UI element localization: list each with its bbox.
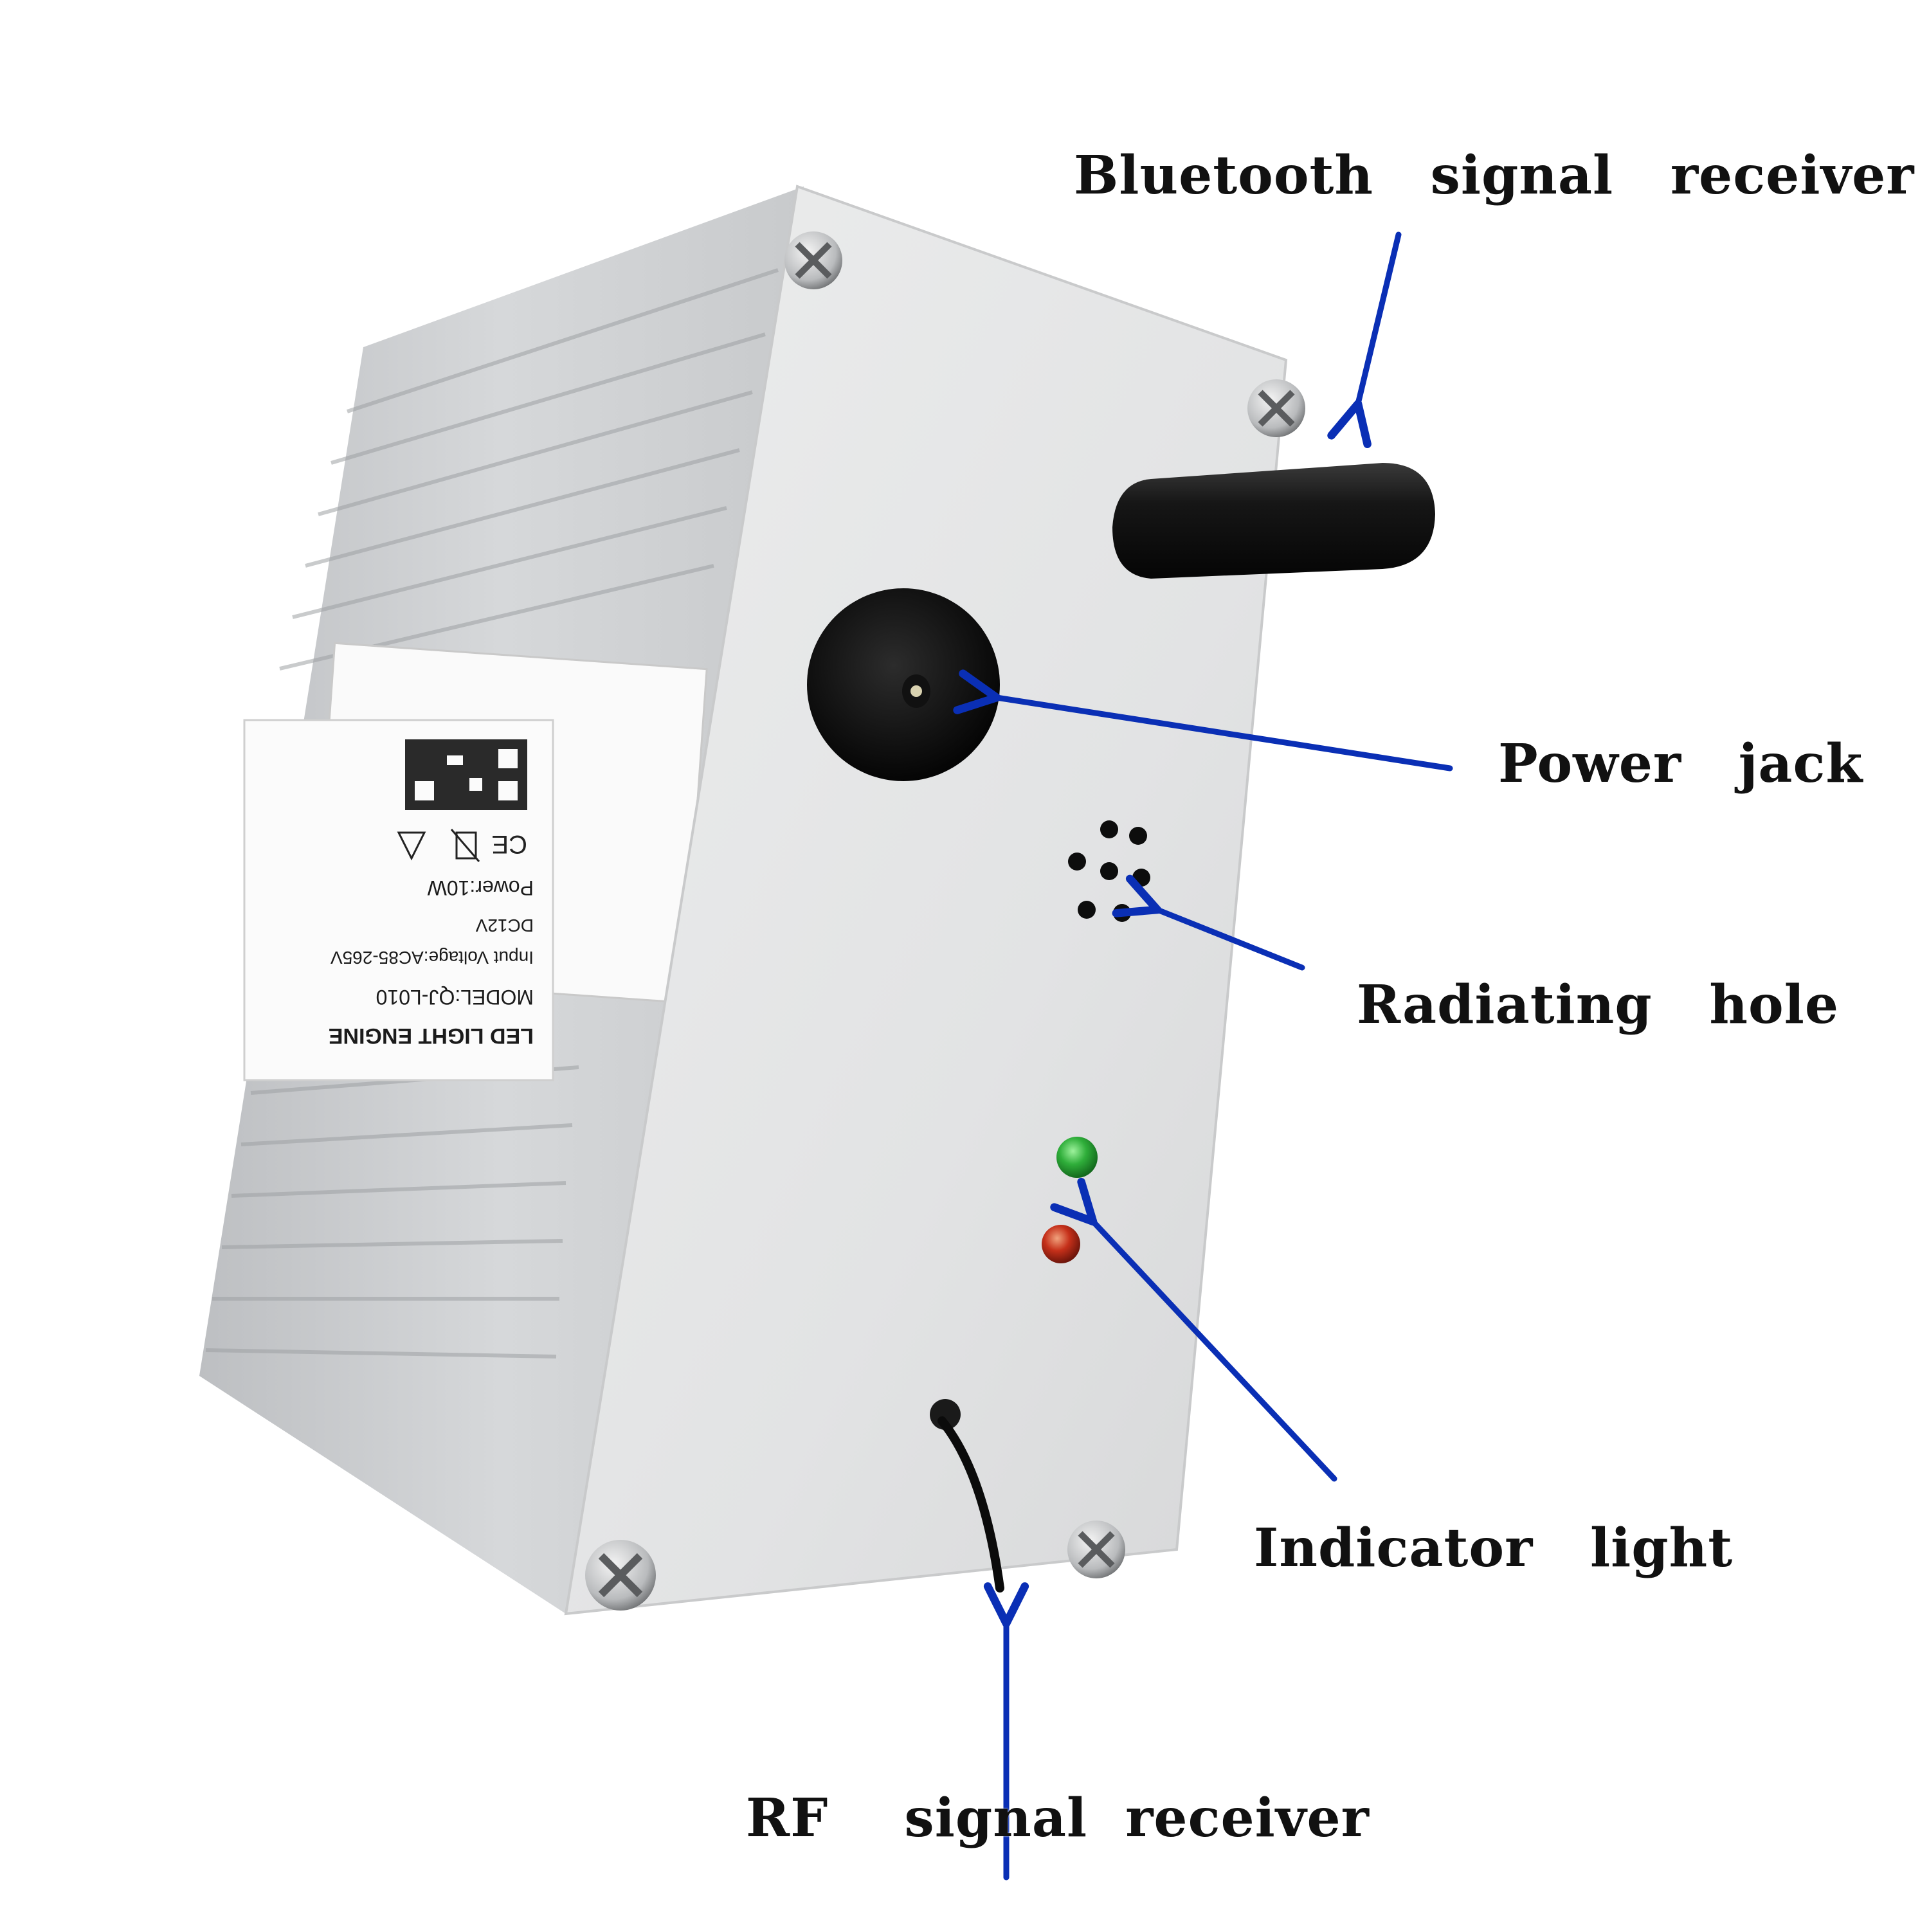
- svg-text:CE: CE: [491, 830, 527, 858]
- qr-code-icon: [405, 739, 527, 810]
- screw-icon: [1247, 379, 1305, 437]
- label-power: Power:10W: [427, 876, 534, 899]
- callout-rf-receiver: RF signal receiver: [746, 1787, 1370, 1849]
- power-jack: [807, 588, 1000, 781]
- indicator-led-red: [1042, 1225, 1080, 1263]
- callout-bluetooth-receiver: Bluetooth signal receiver: [1074, 145, 1915, 206]
- screw-icon: [585, 1540, 656, 1611]
- label-title: LED LIGHT ENGINE: [329, 1024, 534, 1048]
- weee-bin-icon: [450, 829, 480, 862]
- indicator-led-green: [1056, 1137, 1098, 1178]
- callout-indicator-light: Indicator light: [1254, 1517, 1734, 1579]
- callout-power-jack: Power jack: [1498, 733, 1863, 795]
- recycle-icon: [397, 831, 426, 861]
- label-model: MODEL:QJ-L010: [376, 986, 534, 1009]
- rf-wire: [930, 1399, 1004, 1593]
- callout-radiating-hole: Radiating hole: [1357, 974, 1840, 1036]
- ce-mark-icon: CE: [491, 830, 527, 858]
- screw-icon: [784, 231, 842, 289]
- front-panel: [564, 185, 1288, 1616]
- bluetooth-antenna: [1112, 463, 1435, 579]
- label-input-voltage: Input Voltage:AC85-265V: [331, 948, 534, 968]
- callout-arrows: [953, 231, 1453, 1881]
- screw-icon: [1067, 1521, 1125, 1578]
- label-dc: DC12V: [475, 916, 534, 935]
